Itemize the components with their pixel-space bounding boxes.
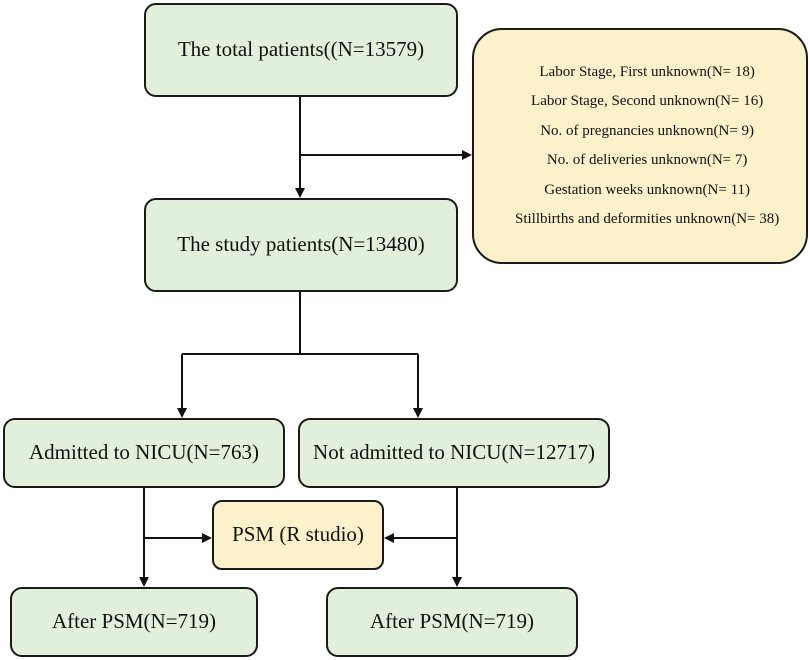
- exclusion-item: Stillbirths and deformities unknown(N= 3…: [515, 211, 780, 227]
- not-admitted-nicu-label: Not admitted to NICU(N=12717): [313, 440, 595, 465]
- after-psm-no-nicu-box: After PSM(N=719): [326, 587, 578, 657]
- study-patients-box: The study patients(N=13480): [144, 198, 458, 292]
- exclusions-list: Labor Stage, First unknown(N= 18) Labor …: [515, 58, 779, 235]
- study-patients-label: The study patients(N=13480): [177, 232, 425, 257]
- not-admitted-nicu-box: Not admitted to NICU(N=12717): [298, 418, 610, 488]
- exclusion-item: No. of deliveries unknown(N= 7): [546, 152, 748, 168]
- admitted-nicu-label: Admitted to NICU(N=763): [29, 440, 259, 465]
- after-psm-no-nicu-label: After PSM(N=719): [369, 609, 535, 634]
- total-patients-box: The total patients((N=13579): [144, 3, 458, 97]
- exclusions-box: Labor Stage, First unknown(N= 18) Labor …: [472, 28, 808, 264]
- after-psm-nicu-box: After PSM(N=719): [10, 587, 258, 657]
- exclusion-item: Labor Stage, Second unknown(N= 16): [531, 93, 764, 109]
- exclusion-item: Gestation weeks unknown(N= 11): [544, 181, 751, 198]
- admitted-nicu-box: Admitted to NICU(N=763): [3, 418, 285, 488]
- after-psm-nicu-label: After PSM(N=719): [51, 609, 217, 634]
- exclusion-item: No. of pregnancies unknown(N= 9): [540, 122, 755, 139]
- psm-label: PSM (R studio): [232, 522, 364, 547]
- exclusion-item: Labor Stage, First unknown(N= 18): [539, 63, 755, 80]
- total-patients-label: The total patients((N=13579): [177, 37, 425, 62]
- psm-box: PSM (R studio): [212, 500, 384, 570]
